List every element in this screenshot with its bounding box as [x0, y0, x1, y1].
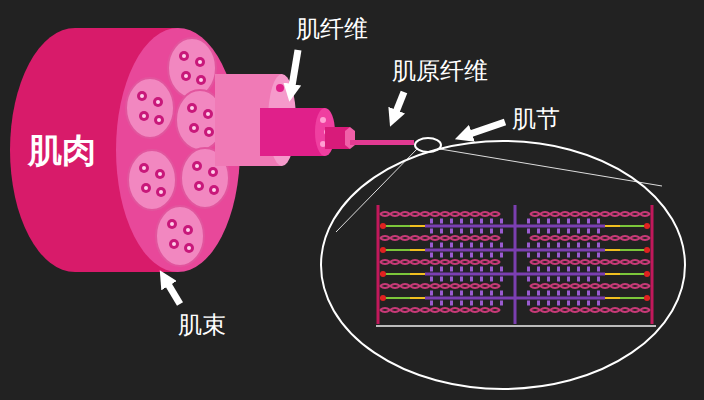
part-label: 肌纤维: [296, 14, 368, 44]
muscle-label-node: 肌肉: [24, 130, 100, 170]
part-label: 肌原纤维: [392, 56, 488, 86]
sarcomere: [376, 205, 656, 326]
part-label: 肌束: [178, 310, 226, 340]
node-text: 肌肉: [24, 130, 100, 170]
part-label: 肌节: [512, 104, 560, 134]
